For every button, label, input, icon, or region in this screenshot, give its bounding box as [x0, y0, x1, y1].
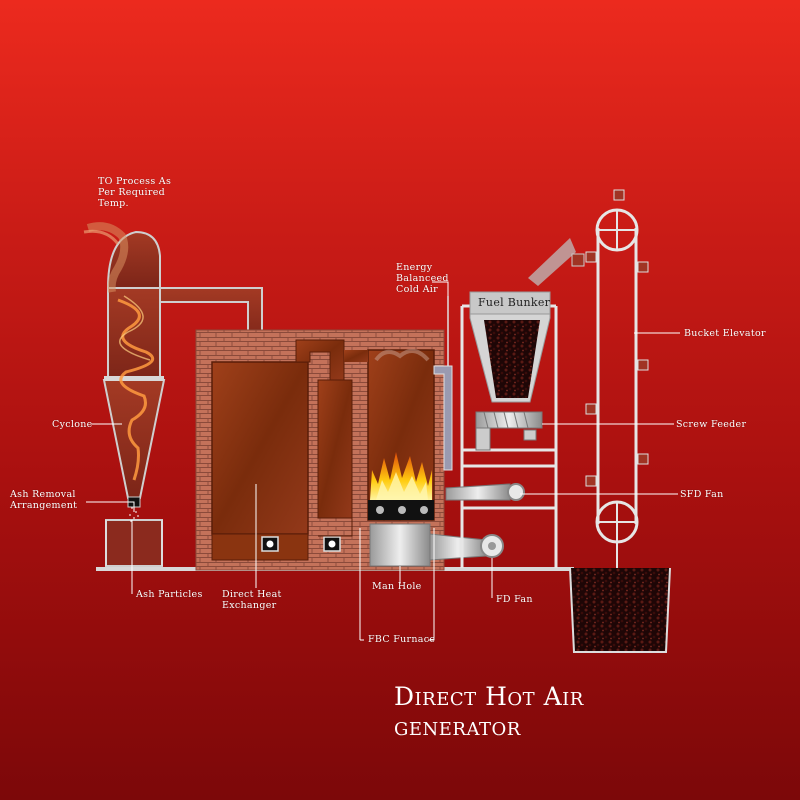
cyclone-unit [102, 230, 166, 567]
label-fd-fan: FD Fan [496, 594, 533, 605]
label-to-process: TO Process As Per Required Temp. [98, 176, 172, 209]
label-sfd-fan: SFD Fan [680, 489, 724, 500]
coal-pit [569, 567, 671, 653]
label-bucket-elevator: Bucket Elevator [684, 328, 766, 339]
diagram-title-line2: generator [394, 712, 521, 741]
furnace-flames [370, 452, 432, 500]
leader-lines [86, 281, 680, 641]
cold-air-pipe [433, 365, 453, 471]
fuel-chute [528, 238, 576, 286]
outlet-plume [86, 222, 129, 293]
label-fuel-bunker: Fuel Bunker [478, 296, 551, 309]
diagram-title-line1: Direct Hot Air [394, 682, 584, 711]
fd-fan-duct [429, 533, 487, 561]
diagram-title: Direct Hot Air generator [394, 682, 584, 742]
label-screw-feeder: Screw Feeder [676, 419, 747, 430]
label-energy-balanced-cold-air: Energy Balanceed Cold Air [396, 262, 449, 295]
label-man-hole: Man Hole [372, 581, 422, 592]
label-direct-heat-exchanger: Direct Heat Exchanger [222, 589, 282, 611]
label-cyclone: Cyclone [52, 419, 93, 430]
label-ash-particles: Ash Particles [136, 589, 203, 600]
label-ash-removal: Ash Removal Arrangement [10, 489, 78, 511]
sfd-fan-duct [445, 483, 511, 501]
sfd-fan [507, 483, 525, 501]
label-fbc-furnace: FBC Furnace [368, 634, 436, 645]
bucket-elevator [585, 189, 649, 572]
man-hole [369, 523, 431, 567]
heat-exchanger-chamber [211, 361, 309, 535]
